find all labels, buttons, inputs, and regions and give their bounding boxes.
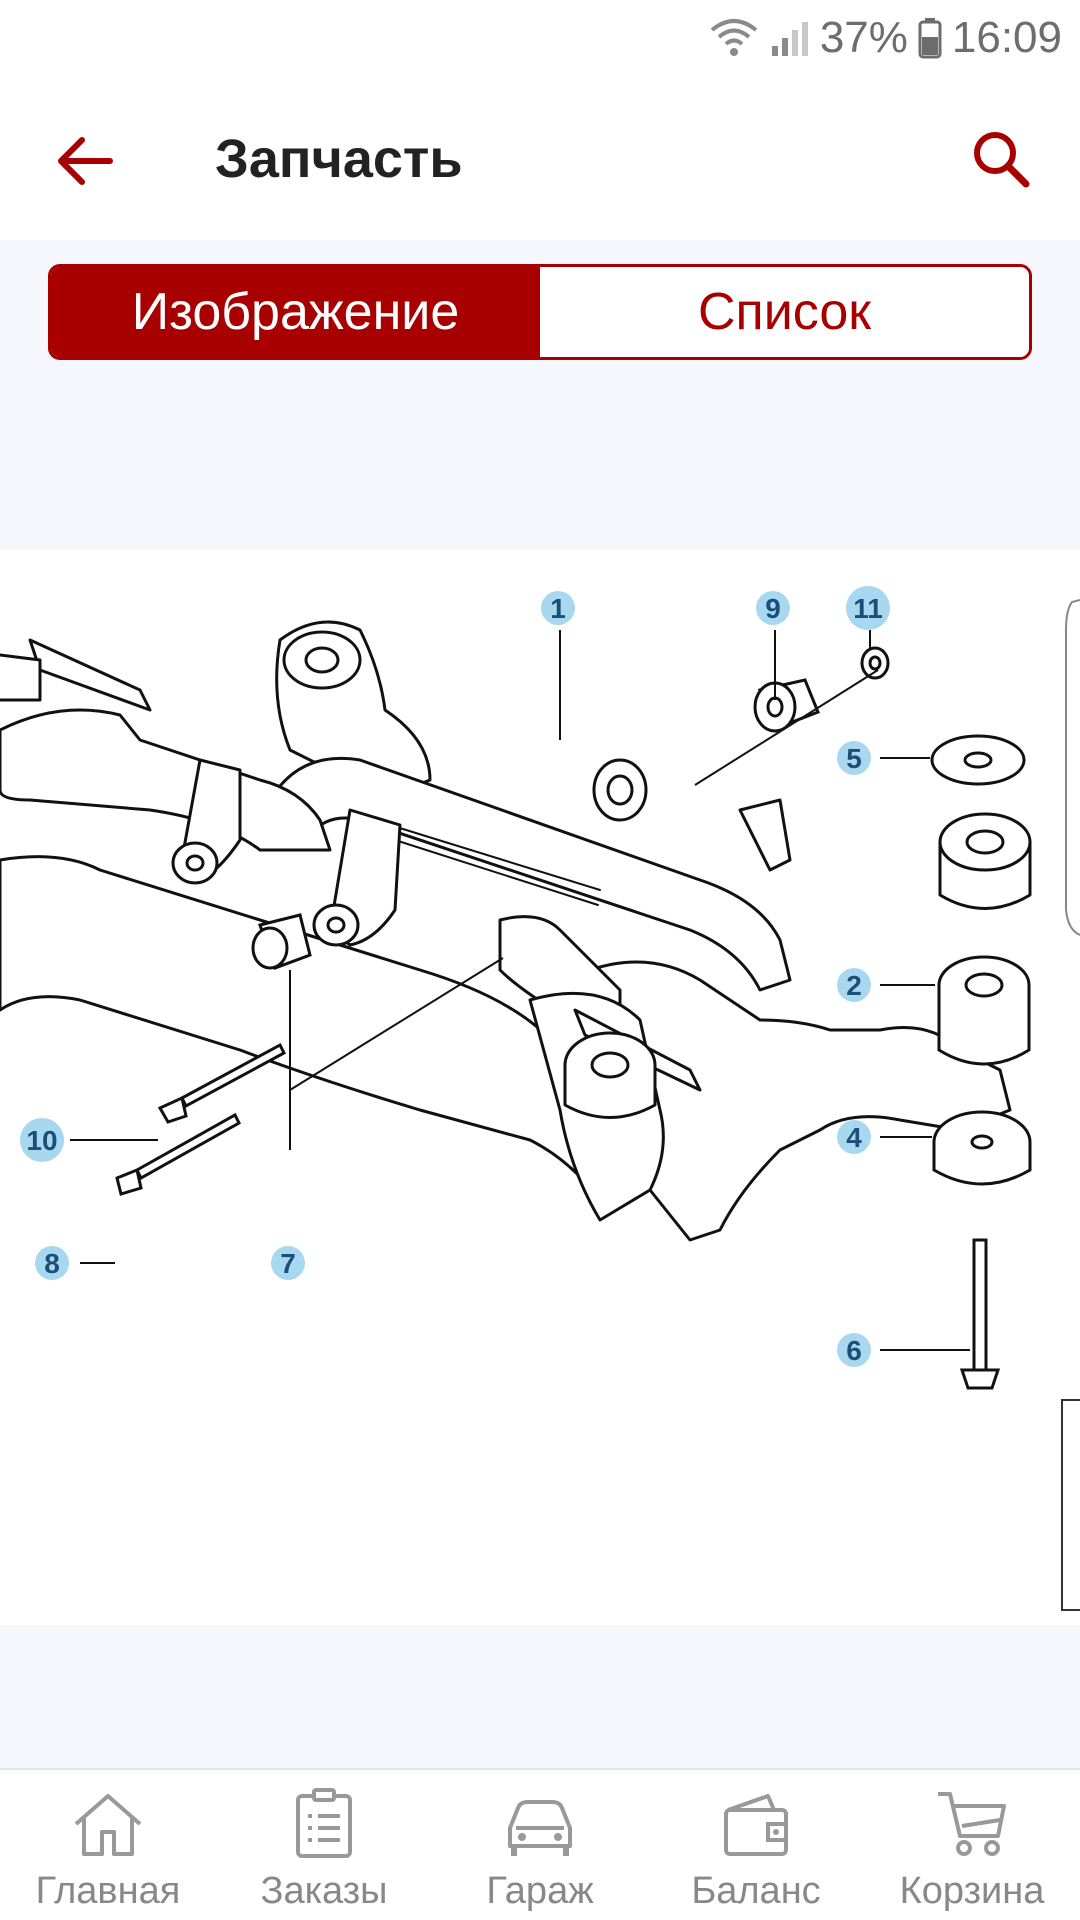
home-icon (74, 1794, 142, 1856)
svg-text:7: 7 (280, 1248, 296, 1279)
svg-text:8: 8 (44, 1248, 60, 1279)
svg-text:2: 2 (846, 970, 862, 1001)
back-button[interactable] (50, 126, 120, 196)
callout-11[interactable]: 11 (846, 586, 890, 630)
nav-garage-label: Гараж (486, 1870, 594, 1912)
nav-orders-label: Заказы (260, 1870, 388, 1912)
arrow-left-icon (58, 137, 113, 185)
next-image-edge (1065, 599, 1080, 936)
svg-text:5: 5 (846, 743, 862, 774)
svg-text:4: 4 (846, 1122, 862, 1153)
callout-badges: 1 9 11 5 10 2 8 7 4 6 (20, 586, 890, 1367)
status-bar: 37% 16:09 (0, 0, 1080, 80)
subframe-illustration: 1 9 11 5 10 2 8 7 4 6 (0, 586, 1080, 1611)
wifi-icon (708, 16, 760, 60)
page-title: Запчасть (215, 129, 463, 189)
search-button[interactable] (966, 124, 1038, 196)
nav-home-label: Главная (35, 1870, 181, 1912)
content-footer-space (0, 1625, 1080, 1768)
callout-10[interactable]: 10 (20, 1118, 64, 1162)
clock: 16:09 (951, 13, 1062, 62)
svg-text:1: 1 (550, 593, 566, 624)
nav-garage[interactable]: Гараж (432, 1770, 648, 1920)
callout-7[interactable]: 7 (271, 1246, 305, 1280)
car-icon (508, 1800, 572, 1856)
callout-1[interactable]: 1 (541, 591, 575, 625)
view-switcher: Изображение Список (48, 264, 1032, 360)
battery-percent: 37% (819, 13, 908, 62)
svg-text:9: 9 (765, 593, 781, 624)
tab-image[interactable]: Изображение (51, 267, 540, 357)
callout-6[interactable]: 6 (837, 1333, 871, 1367)
next-image-preview (1061, 1399, 1080, 1611)
bottom-navigation: Главная Заказы Гараж Баланс Корзина (0, 1768, 1080, 1920)
nav-home[interactable]: Главная (0, 1770, 216, 1920)
callout-8[interactable]: 8 (35, 1246, 69, 1280)
callout-9[interactable]: 9 (756, 591, 790, 625)
search-icon (974, 132, 1030, 188)
battery-icon (918, 17, 942, 59)
cart-icon (938, 1792, 1006, 1856)
wallet-icon (724, 1794, 788, 1856)
nav-balance[interactable]: Баланс (648, 1770, 864, 1920)
signal-icon (770, 18, 810, 58)
tabs-area: Изображение Список (0, 240, 1080, 550)
callout-5[interactable]: 5 (837, 741, 871, 775)
svg-text:11: 11 (853, 593, 883, 624)
nav-cart[interactable]: Корзина (864, 1770, 1080, 1920)
callout-2[interactable]: 2 (837, 968, 871, 1002)
svg-text:6: 6 (846, 1335, 862, 1366)
orders-icon (296, 1788, 352, 1858)
parts-diagram[interactable]: 1 9 11 5 10 2 8 7 4 6 (0, 550, 1080, 1625)
app-bar: Запчасть (0, 80, 1080, 240)
nav-balance-label: Баланс (691, 1870, 821, 1912)
nav-cart-label: Корзина (899, 1870, 1045, 1912)
svg-text:10: 10 (26, 1125, 57, 1156)
nav-orders[interactable]: Заказы (216, 1770, 432, 1920)
callout-4[interactable]: 4 (837, 1120, 871, 1154)
tab-list[interactable]: Список (540, 267, 1029, 357)
